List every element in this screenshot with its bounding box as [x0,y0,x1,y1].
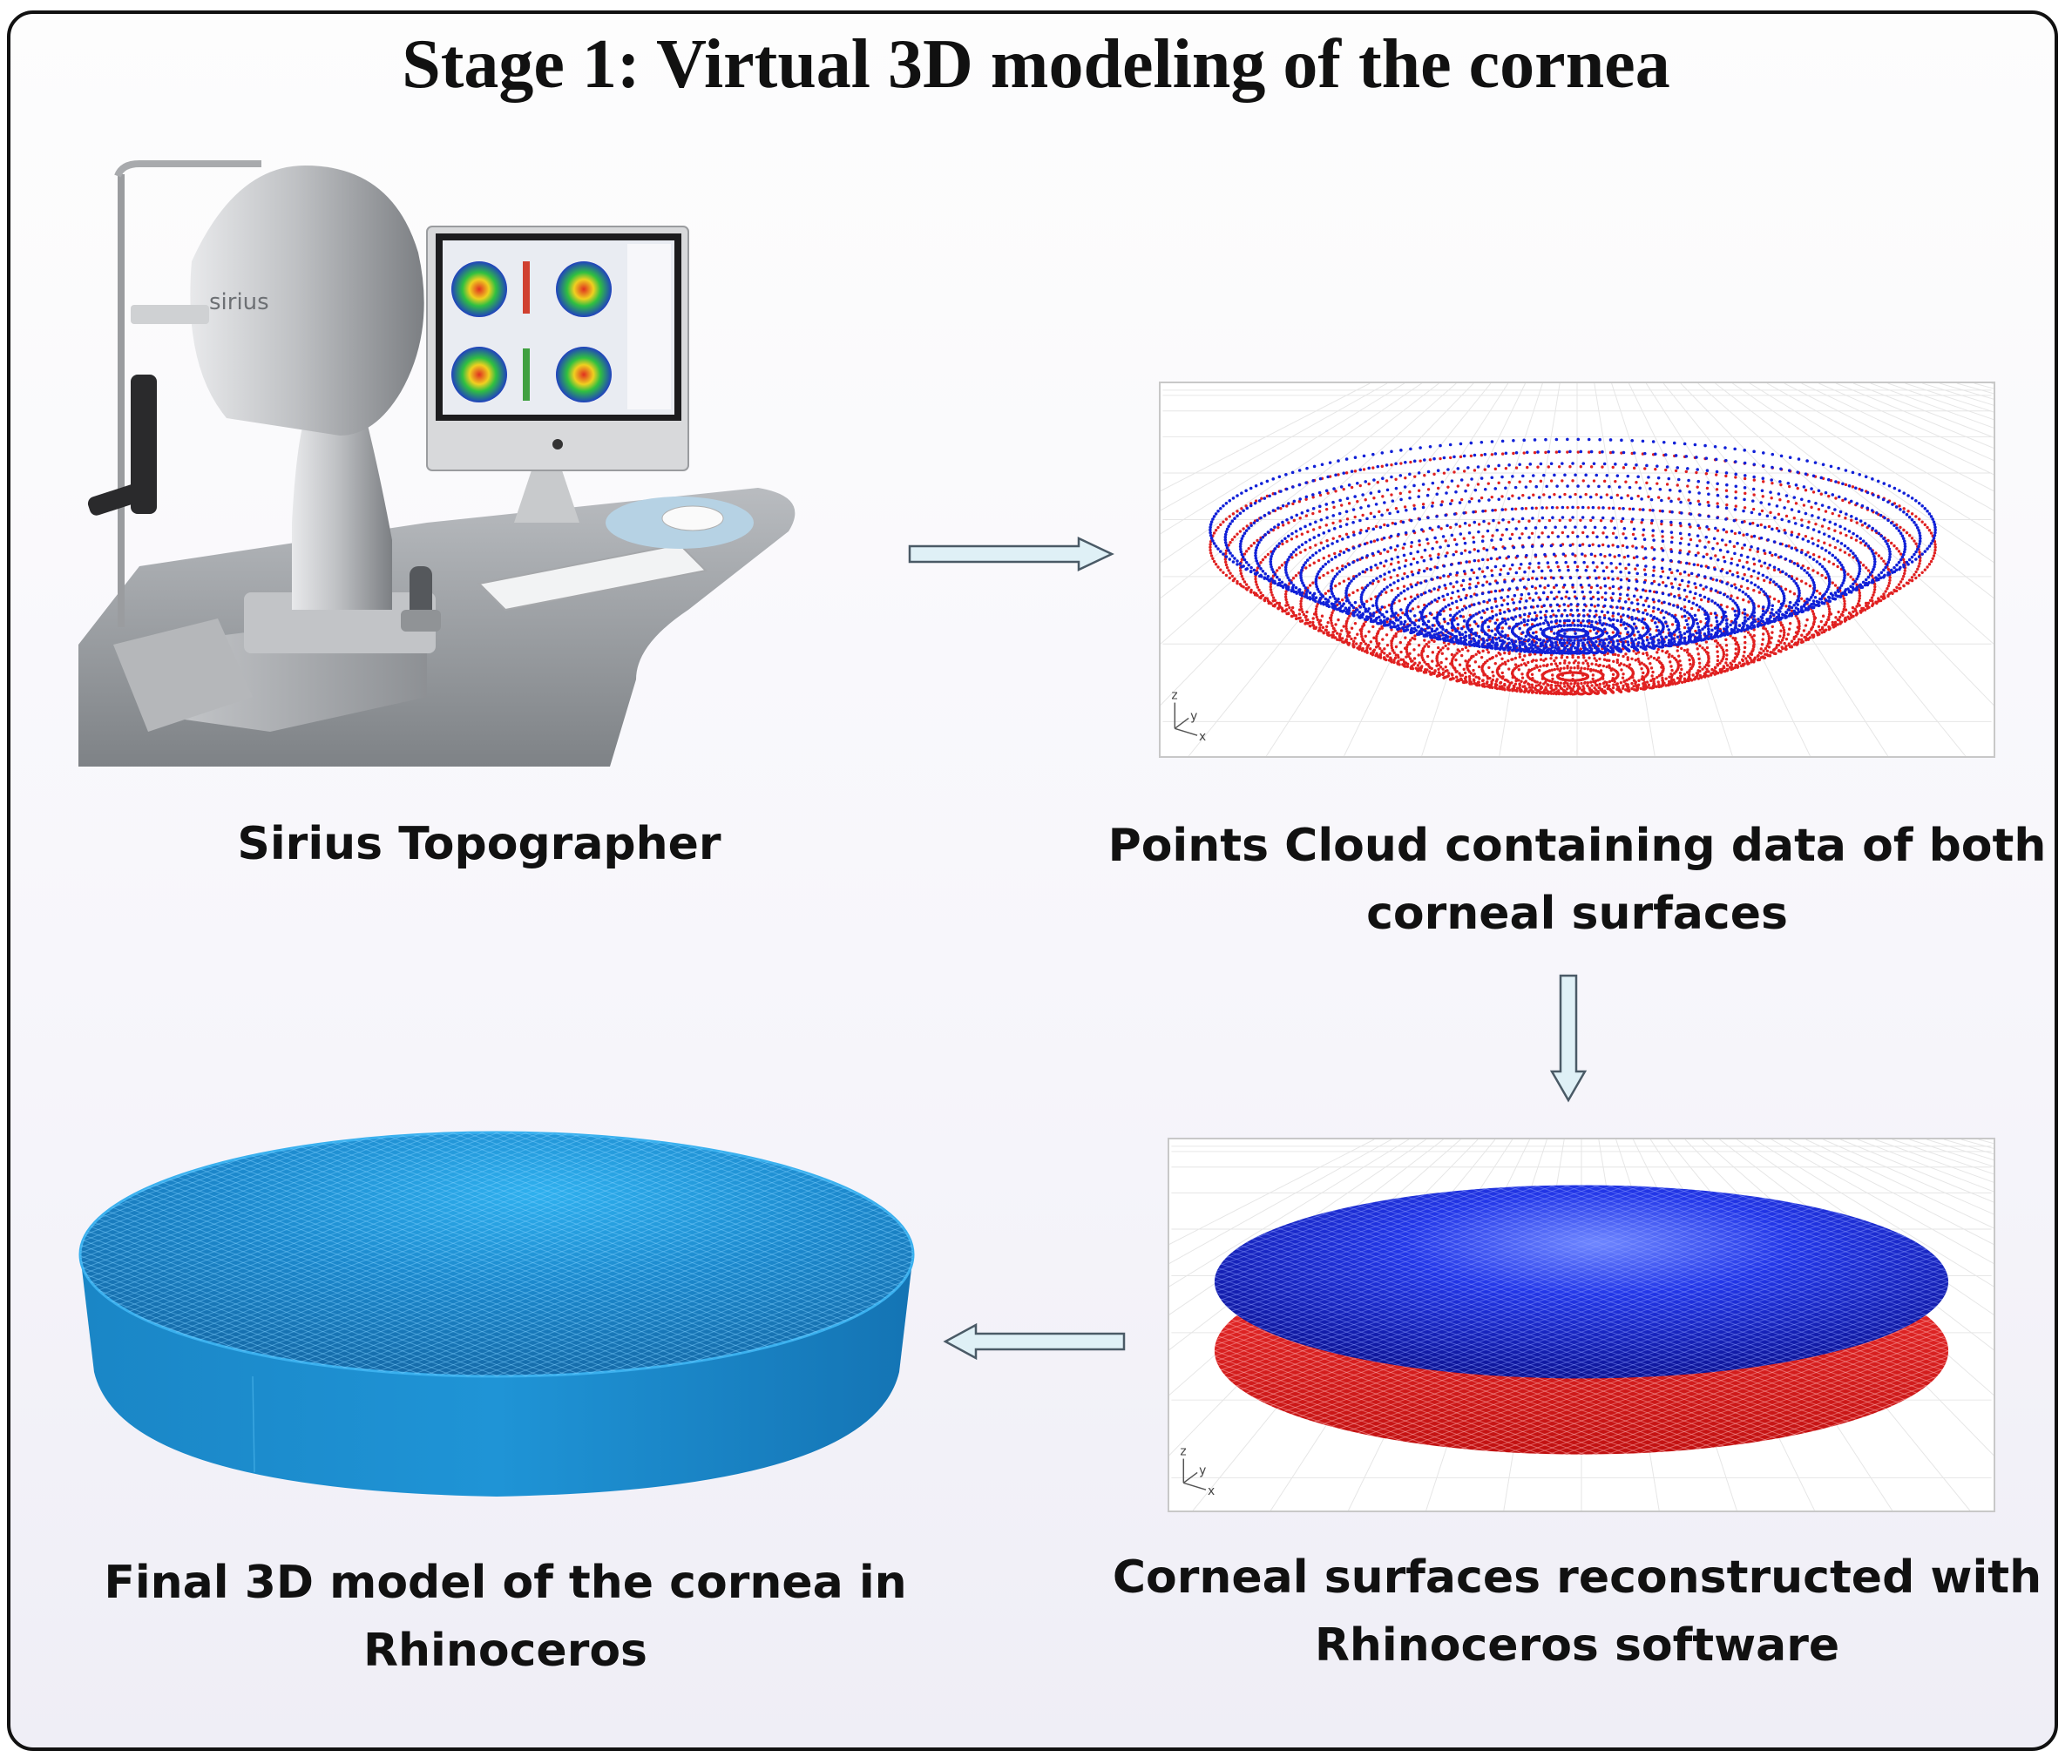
caption-points-cloud: Points Cloud containing data of both cor… [1107,812,2048,948]
device-brand-label: sirius [209,289,269,315]
axis-label-z: z [1180,1445,1186,1459]
axis-label-x: x [1208,1484,1215,1498]
axis-label-z: z [1171,689,1177,703]
caption-topographer: Sirius Topographer [237,818,721,870]
points-cloud-viewport: z y x [1159,382,1995,758]
caption-surfaces: Corneal surfaces reconstructed with Rhin… [1089,1544,2065,1680]
topographer-photo: sirius [78,157,810,767]
caption-surfaces-line2: Rhinoceros software [1314,1619,1840,1672]
anterior-point-cloud [1209,437,1937,655]
diagram-title: Stage 1: Virtual 3D modeling of the corn… [402,26,1670,103]
caption-points-cloud-line2: corneal surfaces [1366,888,1788,940]
reconstructed-surfaces-viewport: z y x [1168,1138,1995,1512]
caption-final-line1: Final 3D model of the cornea in [104,1557,907,1609]
viewport-grid [1161,383,1994,756]
caption-final-model: Final 3D model of the cornea in Rhinocer… [87,1549,924,1685]
caption-surfaces-line1: Corneal surfaces reconstructed with [1112,1551,2042,1604]
axis-label-x: x [1199,730,1206,744]
arrow-right-1 [906,537,1115,571]
caption-final-line2: Rhinoceros [362,1625,648,1677]
posterior-point-cloud [1209,450,1937,696]
axis-triad: z y x [1180,1445,1215,1499]
axis-label-y: y [1199,1463,1206,1477]
final-model-render [70,1124,932,1507]
arrow-left [943,1322,1127,1361]
axis-triad: z y x [1171,689,1206,745]
axis-label-y: y [1190,709,1197,723]
caption-points-cloud-line1: Points Cloud containing data of both [1107,820,2047,872]
arrow-down [1549,974,1588,1103]
